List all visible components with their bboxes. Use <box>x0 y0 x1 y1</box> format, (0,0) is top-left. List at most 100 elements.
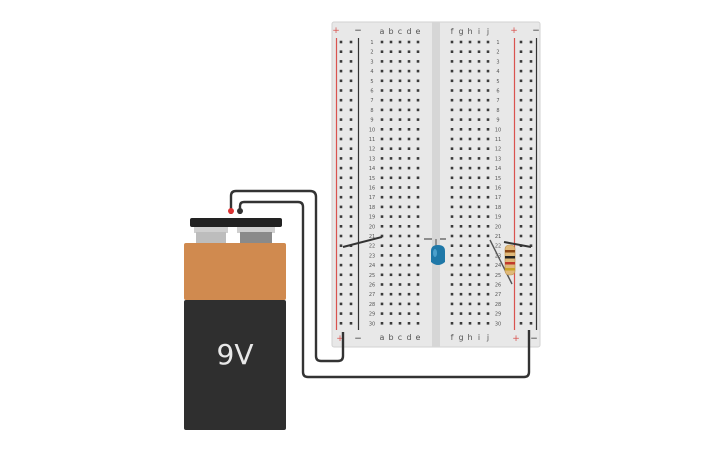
rail-hole[interactable] <box>519 273 523 277</box>
terminal-hole[interactable] <box>398 147 402 150</box>
rail-hole[interactable] <box>529 273 533 277</box>
terminal-hole[interactable] <box>468 40 472 44</box>
rail-hole[interactable] <box>519 302 523 306</box>
wire-battery-positive[interactable] <box>229 189 345 363</box>
terminal-hole[interactable] <box>389 273 393 277</box>
terminal-hole[interactable] <box>389 215 393 218</box>
terminal-hole[interactable] <box>468 147 472 150</box>
rail-hole[interactable] <box>519 195 523 199</box>
terminal-hole[interactable] <box>416 254 420 257</box>
rail-hole[interactable] <box>339 292 343 296</box>
rail-hole[interactable] <box>339 40 343 44</box>
rail-hole[interactable] <box>519 108 523 112</box>
terminal-hole[interactable] <box>486 234 490 238</box>
terminal-hole[interactable] <box>459 69 463 73</box>
terminal-hole[interactable] <box>477 234 481 238</box>
terminal-hole[interactable] <box>450 118 454 121</box>
rail-hole[interactable] <box>519 166 523 170</box>
terminal-hole[interactable] <box>468 273 472 277</box>
rail-hole[interactable] <box>349 40 353 44</box>
terminal-hole[interactable] <box>459 244 463 247</box>
rail-hole[interactable] <box>339 205 343 209</box>
terminal-hole[interactable] <box>380 40 384 44</box>
terminal-hole[interactable] <box>407 98 411 102</box>
terminal-hole[interactable] <box>459 225 463 228</box>
terminal-hole[interactable] <box>407 215 411 218</box>
terminal-hole[interactable] <box>398 89 402 92</box>
terminal-hole[interactable] <box>459 98 463 102</box>
rail-hole[interactable] <box>529 195 533 199</box>
wire-rail-to-row21-left[interactable] <box>342 236 383 248</box>
terminal-hole[interactable] <box>416 283 420 286</box>
rail-hole[interactable] <box>349 225 353 228</box>
terminal-hole[interactable] <box>398 263 402 267</box>
terminal-hole[interactable] <box>398 322 402 325</box>
rail-hole[interactable] <box>339 302 343 306</box>
terminal-hole[interactable] <box>398 79 402 83</box>
terminal-hole[interactable] <box>416 244 420 247</box>
rail-hole[interactable] <box>529 322 533 325</box>
terminal-hole[interactable] <box>416 312 420 315</box>
terminal-hole[interactable] <box>486 60 490 63</box>
wire-battery-negative[interactable] <box>238 200 531 379</box>
terminal-hole[interactable] <box>407 273 411 277</box>
terminal-hole[interactable] <box>398 234 402 238</box>
terminal-hole[interactable] <box>389 263 393 267</box>
terminal-hole[interactable] <box>407 302 411 306</box>
terminal-hole[interactable] <box>450 40 454 44</box>
terminal-hole[interactable] <box>380 234 384 238</box>
terminal-hole[interactable] <box>407 205 411 209</box>
terminal-hole[interactable] <box>486 263 490 267</box>
terminal-hole[interactable] <box>450 166 454 170</box>
rail-hole[interactable] <box>339 176 343 180</box>
terminal-hole[interactable] <box>468 89 472 92</box>
terminal-hole[interactable] <box>416 60 420 63</box>
terminal-hole[interactable] <box>416 273 420 277</box>
terminal-hole[interactable] <box>450 215 454 218</box>
rail-hole[interactable] <box>339 98 343 102</box>
rail-hole[interactable] <box>529 186 533 189</box>
terminal-hole[interactable] <box>468 69 472 73</box>
terminal-hole[interactable] <box>459 302 463 306</box>
terminal-hole[interactable] <box>450 79 454 83</box>
terminal-hole[interactable] <box>459 118 463 121</box>
terminal-hole[interactable] <box>459 137 463 141</box>
rail-hole[interactable] <box>349 263 353 267</box>
terminal-hole[interactable] <box>477 118 481 121</box>
terminal-hole[interactable] <box>389 312 393 315</box>
terminal-hole[interactable] <box>486 322 490 325</box>
terminal-hole[interactable] <box>380 166 384 170</box>
terminal-hole[interactable] <box>380 186 384 189</box>
terminal-hole[interactable] <box>477 79 481 83</box>
terminal-hole[interactable] <box>486 302 490 306</box>
terminal-hole[interactable] <box>450 273 454 277</box>
terminal-hole[interactable] <box>389 79 393 83</box>
terminal-hole[interactable] <box>477 128 481 131</box>
rail-hole[interactable] <box>349 283 353 286</box>
terminal-hole[interactable] <box>416 302 420 306</box>
rail-hole[interactable] <box>529 118 533 121</box>
rail-hole[interactable] <box>519 147 523 150</box>
terminal-hole[interactable] <box>468 195 472 199</box>
terminal-hole[interactable] <box>450 283 454 286</box>
terminal-hole[interactable] <box>407 69 411 73</box>
terminal-hole[interactable] <box>459 60 463 63</box>
rail-hole[interactable] <box>339 273 343 277</box>
terminal-hole[interactable] <box>459 283 463 286</box>
terminal-hole[interactable] <box>416 128 420 131</box>
breadboard-holes[interactable] <box>339 40 533 325</box>
terminal-hole[interactable] <box>486 186 490 189</box>
rail-hole[interactable] <box>529 205 533 209</box>
terminal-hole[interactable] <box>477 312 481 315</box>
terminal-hole[interactable] <box>486 79 490 83</box>
terminal-hole[interactable] <box>407 166 411 170</box>
terminal-hole[interactable] <box>477 186 481 189</box>
terminal-hole[interactable] <box>459 147 463 150</box>
rail-hole[interactable] <box>339 195 343 199</box>
rail-hole[interactable] <box>339 89 343 92</box>
terminal-hole[interactable] <box>468 292 472 296</box>
terminal-hole[interactable] <box>416 166 420 170</box>
terminal-hole[interactable] <box>450 50 454 53</box>
rail-hole[interactable] <box>519 89 523 92</box>
